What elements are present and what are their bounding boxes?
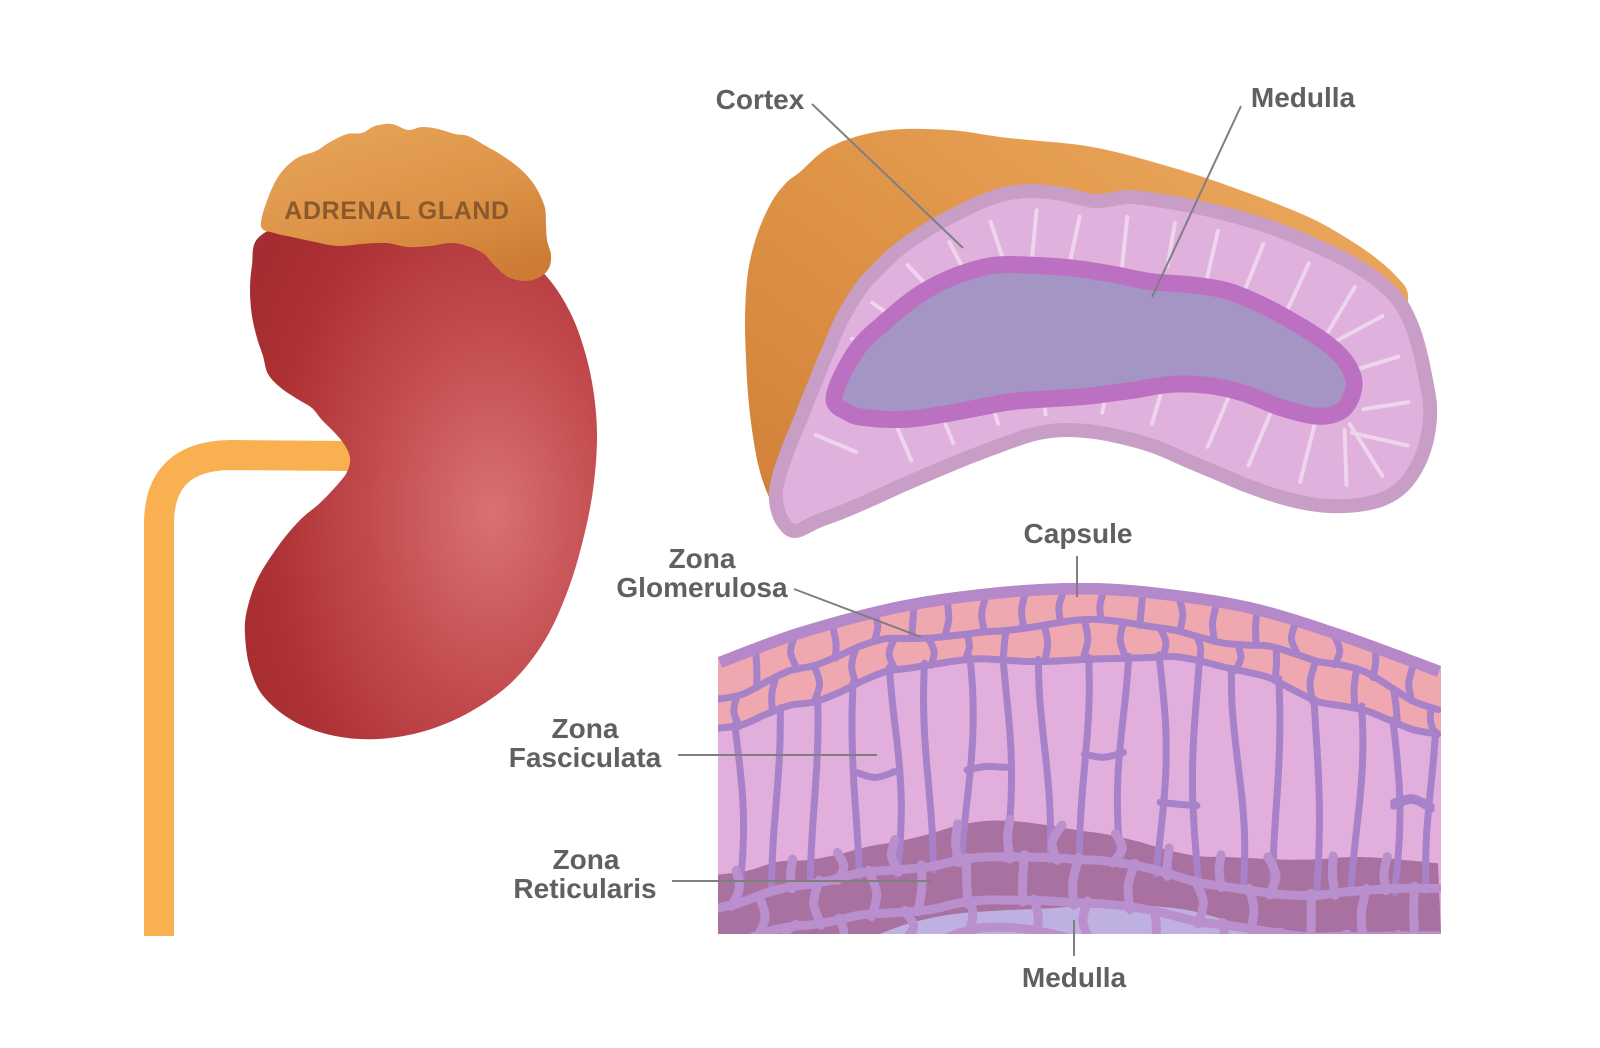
- svg-text:Reticularis: Reticularis: [513, 873, 656, 904]
- svg-text:ADRENAL GLAND: ADRENAL GLAND: [284, 197, 509, 225]
- svg-text:Zona: Zona: [552, 713, 619, 744]
- svg-text:Medulla: Medulla: [1022, 962, 1127, 993]
- svg-text:Zona: Zona: [669, 543, 736, 574]
- svg-text:Capsule: Capsule: [1024, 518, 1133, 549]
- svg-text:Fasciculata: Fasciculata: [509, 742, 662, 773]
- svg-text:Medulla: Medulla: [1251, 82, 1356, 113]
- svg-text:Glomerulosa: Glomerulosa: [616, 572, 788, 603]
- svg-text:Zona: Zona: [553, 844, 620, 875]
- svg-text:Cortex: Cortex: [716, 84, 805, 115]
